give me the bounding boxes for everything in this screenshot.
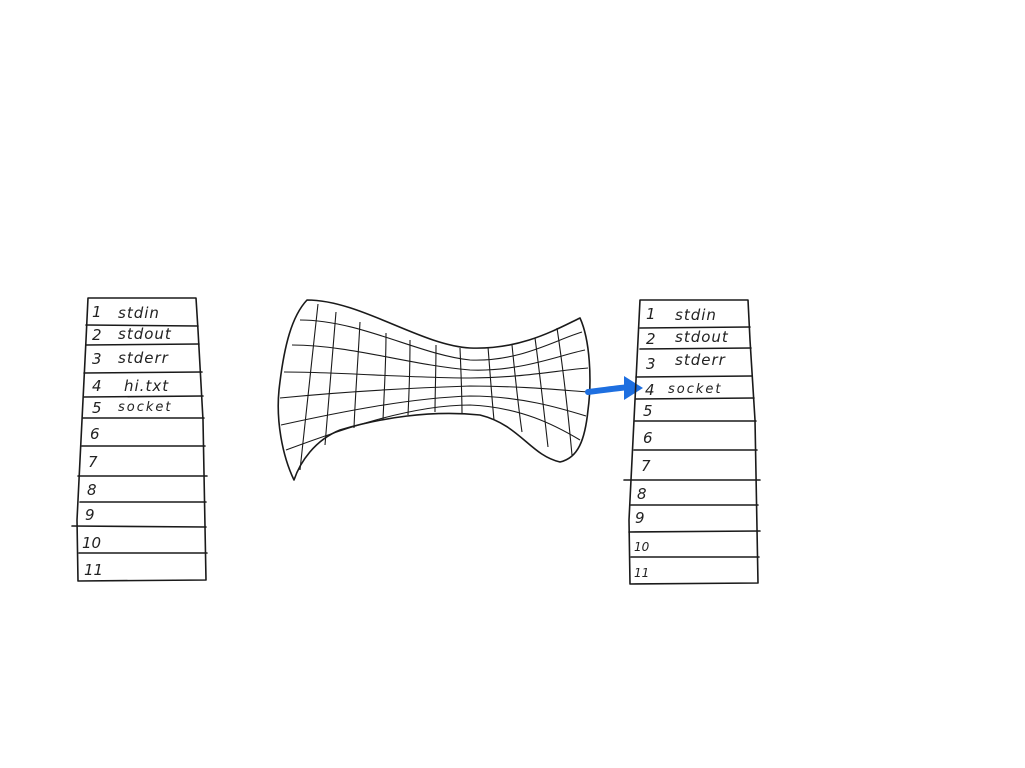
surface-grid-line xyxy=(534,337,549,448)
right-row-label: stdout xyxy=(675,328,729,346)
left-row-label: stdout xyxy=(118,325,172,343)
mapping-arrow xyxy=(585,376,643,400)
left-row-num: 8 xyxy=(87,481,97,499)
arrow-head-icon xyxy=(624,376,643,400)
right-row-num: 8 xyxy=(637,485,647,503)
left-row-divider xyxy=(85,343,200,346)
surface-grid-line xyxy=(511,344,523,433)
left-row-num: 6 xyxy=(90,425,100,443)
right-row-divider xyxy=(628,530,761,533)
right-row-num: 4 xyxy=(645,381,655,399)
right-row-divider xyxy=(639,347,752,350)
right-row-divider xyxy=(639,326,751,329)
right-row-num: 2 xyxy=(646,330,656,348)
surface-grid-line xyxy=(283,367,589,379)
right-row-label: stdin xyxy=(675,306,717,324)
right-row-num: 11 xyxy=(634,566,649,580)
left-row-num: 7 xyxy=(88,453,98,471)
left-row-num: 10 xyxy=(82,534,101,552)
left-row-divider xyxy=(85,324,199,327)
left-row-num: 5 xyxy=(92,399,102,417)
right-row-num: 6 xyxy=(643,429,653,447)
right-fd-table: 1 stdin 2 stdout 3 stderr 4 socket 5 6 7… xyxy=(623,299,761,585)
left-row-divider xyxy=(83,371,203,374)
left-table-outline xyxy=(76,297,207,582)
right-table-outline xyxy=(628,299,759,585)
right-row-label: stderr xyxy=(675,351,726,369)
left-row-num: 9 xyxy=(85,506,95,524)
surface-grid-line xyxy=(299,303,319,471)
left-row-label: hi.txt xyxy=(124,377,169,395)
left-row-num: 4 xyxy=(92,377,102,395)
left-row-divider xyxy=(71,525,207,528)
right-row-num: 5 xyxy=(643,402,653,420)
surface-grid-line xyxy=(382,332,387,421)
surface-grid-line xyxy=(324,311,337,446)
right-row-num: 1 xyxy=(646,305,656,323)
left-row-num: 1 xyxy=(92,303,102,321)
left-row-divider xyxy=(83,395,204,398)
left-row-label: socket xyxy=(118,400,173,415)
surface-grid-line xyxy=(487,346,495,421)
surface-grid-line xyxy=(556,327,573,456)
right-row-label: socket xyxy=(668,382,723,397)
right-row-num: 7 xyxy=(641,457,651,475)
left-row-num: 3 xyxy=(92,350,102,368)
surface-grid-line xyxy=(353,321,361,429)
surface-grid-line xyxy=(280,395,587,426)
surface-grid-line xyxy=(285,404,581,451)
wormhole-surface-drawing xyxy=(277,299,591,481)
surface-outline xyxy=(277,299,591,481)
right-row-num: 9 xyxy=(635,509,645,527)
right-row-num: 3 xyxy=(646,355,656,373)
right-row-num: 10 xyxy=(634,540,650,554)
surface-grid-line xyxy=(291,344,586,371)
left-row-label: stderr xyxy=(118,349,169,367)
right-row-divider xyxy=(635,375,753,378)
left-row-num: 2 xyxy=(92,326,102,344)
surface-grid-line xyxy=(299,319,583,361)
left-fd-table: 1 stdin 2 stdout 3 stderr 4 hi.txt 5 soc… xyxy=(71,297,208,582)
left-row-label: stdin xyxy=(118,304,160,322)
surface-grid-line xyxy=(459,347,463,415)
surface-grid-line xyxy=(434,344,437,413)
surface-grid-line xyxy=(279,385,589,399)
surface-grid-line xyxy=(407,339,411,416)
left-row-num: 11 xyxy=(84,561,103,579)
right-row-divider xyxy=(635,397,755,400)
